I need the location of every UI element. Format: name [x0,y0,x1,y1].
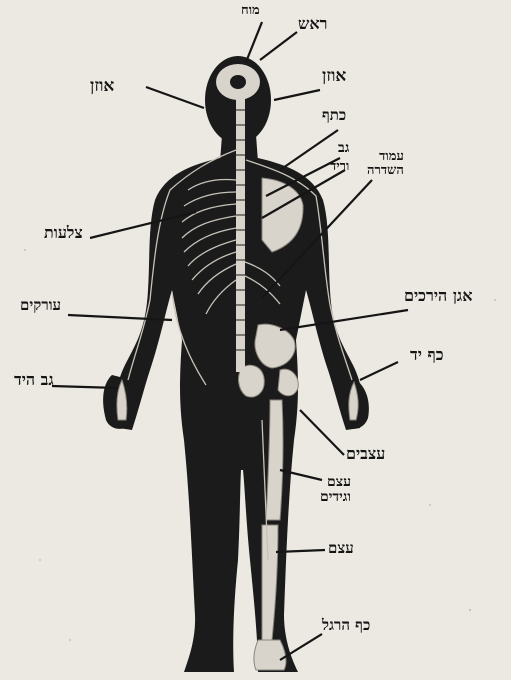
label-head: ראש [298,16,327,32]
label-spinal-column: עמוד השדרה [367,150,404,177]
brain-shape [216,64,260,100]
label-nerves: עצבים [346,446,385,462]
label-arteries: עורקים [20,298,61,313]
label-ear-right: אוזן [322,68,346,85]
label-ribs: צלעות [44,225,83,241]
body-silhouette [103,56,369,672]
label-ear-left: אוזן [90,78,114,95]
label-palm: כף יד [410,347,444,363]
label-back-of-hand: גב היד [14,372,54,388]
label-spine-line2: השדרה [367,164,404,178]
label-back: גב [338,141,349,155]
label-shoulder: כתף [322,108,346,123]
label-brain: מוח [241,4,260,17]
label-spine-line1: עמוד [367,150,404,164]
label-bone-muscles-line2: וגידים [320,490,351,505]
label-bone-muscles-line1: עצם [320,475,351,490]
label-pelvis: אגן הירכים [404,288,472,304]
label-vein: וריד [330,160,349,173]
label-sole: כף הרגל [322,618,370,633]
label-bone: עצם [328,541,354,556]
spinal-column [236,92,245,372]
label-bone-and-tendons: עצם וגידים [320,475,351,504]
